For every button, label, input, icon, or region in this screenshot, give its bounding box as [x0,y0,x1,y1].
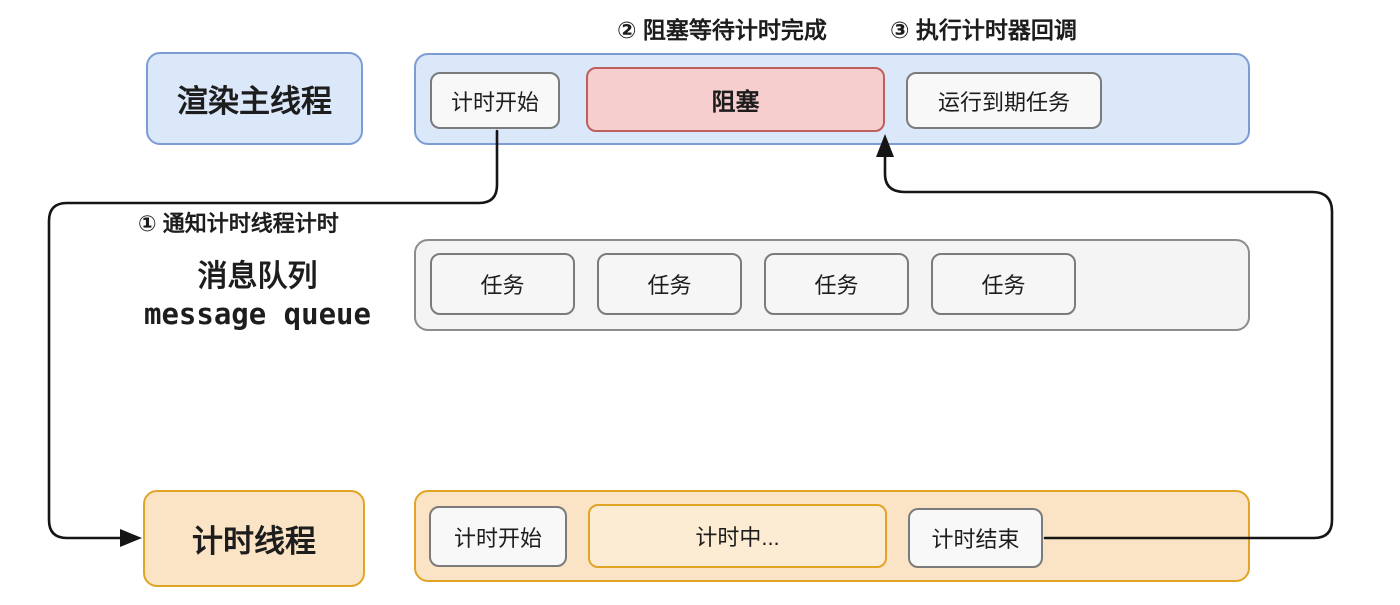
task-box: 任务 [764,253,909,315]
run-expired-tasks-box: 运行到期任务 [906,72,1102,129]
task-box: 任务 [430,253,575,315]
task-box: 任务 [931,253,1076,315]
timer-timing-start-box: 计时开始 [429,506,567,567]
blocked-box: 阻塞 [586,67,885,132]
arrowhead-right [120,529,142,547]
arrow-timer-callback [883,152,1334,540]
message-queue-title: 消息队列 message queue [85,258,430,332]
step1-label: ① 通知计时线程计时 [138,211,339,236]
main-timing-start-box: 计时开始 [430,72,560,129]
message-queue-title-en: message queue [144,296,371,331]
step3-label: ③ 执行计时器回调 [890,17,1077,43]
task-box: 任务 [597,253,742,315]
render-main-thread-title-box: 渲染主线程 [146,52,363,145]
timing-end-box: 计时结束 [908,508,1043,568]
arrow-notify-timer-thread [47,129,499,540]
message-queue-title-cn: 消息队列 [197,260,318,293]
timer-thread-title-box: 计时线程 [143,490,365,587]
step2-label: ② 阻塞等待计时完成 [617,17,827,43]
timing-in-progress-box: 计时中... [588,504,887,568]
